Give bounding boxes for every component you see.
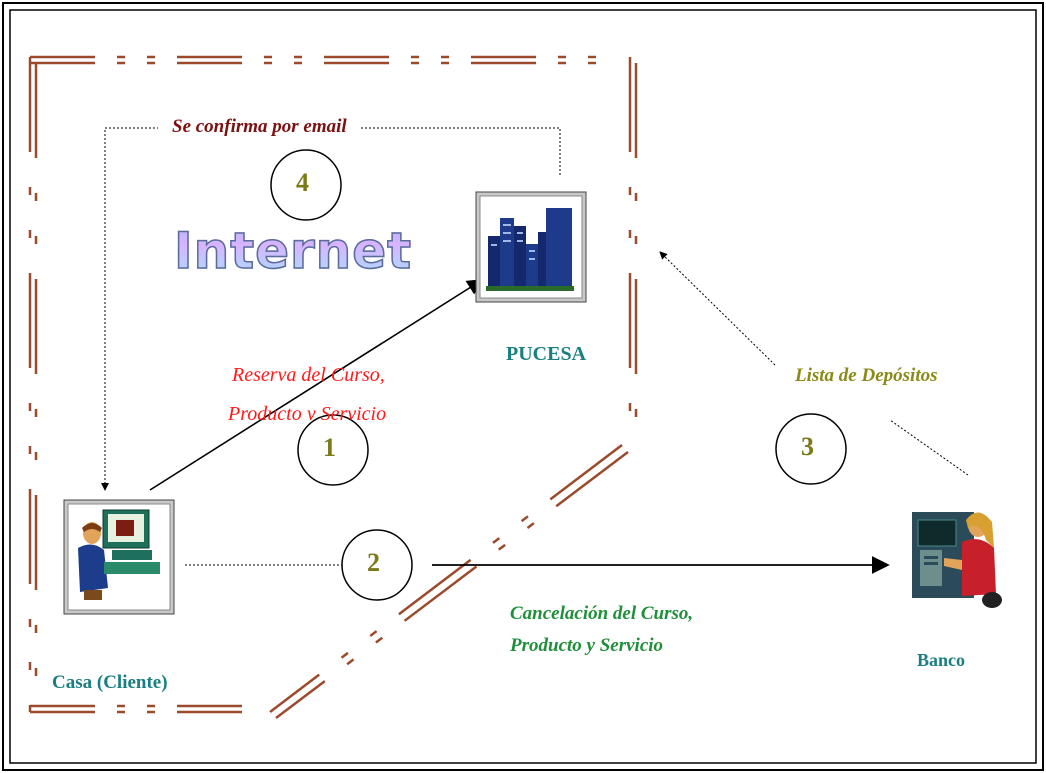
step-1-marker [297, 414, 369, 486]
step-1-number: 1 [323, 433, 336, 462]
lista-arrow [889, 419, 969, 476]
internet-wordart: Internet [173, 221, 413, 281]
pucesa-label: PUCESA [506, 343, 587, 365]
cancelacion-label-line1: Cancelación del Curso, [510, 603, 694, 624]
step-4-marker [270, 149, 342, 221]
lista-arrow-head [659, 251, 776, 366]
casa-label: Casa (Cliente) [52, 672, 168, 693]
reserva-label-line1: Reserva del Curso, [232, 364, 385, 386]
reserva-label-line2-clip: Producto y Servicio [228, 404, 440, 420]
step-3-marker [775, 413, 847, 485]
banco-label: Banco [917, 650, 966, 670]
reserva-label-line2: Producto y Servicio [228, 404, 387, 420]
step-2-marker [341, 529, 413, 601]
step-3-number: 3 [801, 432, 814, 461]
reserva-arrow [149, 279, 484, 491]
email-confirmation-label: Se confirma por email [158, 116, 361, 138]
step-4-number: 4 [296, 168, 309, 197]
cancelacion-label-line2: Producto y Servicio [510, 635, 664, 656]
person-at-computer-icon [63, 499, 175, 615]
lista-depositos-label: Lista de Depósitos [795, 365, 938, 386]
person-at-atm-icon [912, 512, 1002, 608]
office-buildings-icon [475, 191, 587, 303]
internet-region-border [28, 55, 638, 719]
internet-wordart-text: Internet [173, 221, 413, 281]
step-2-number: 2 [367, 548, 380, 577]
